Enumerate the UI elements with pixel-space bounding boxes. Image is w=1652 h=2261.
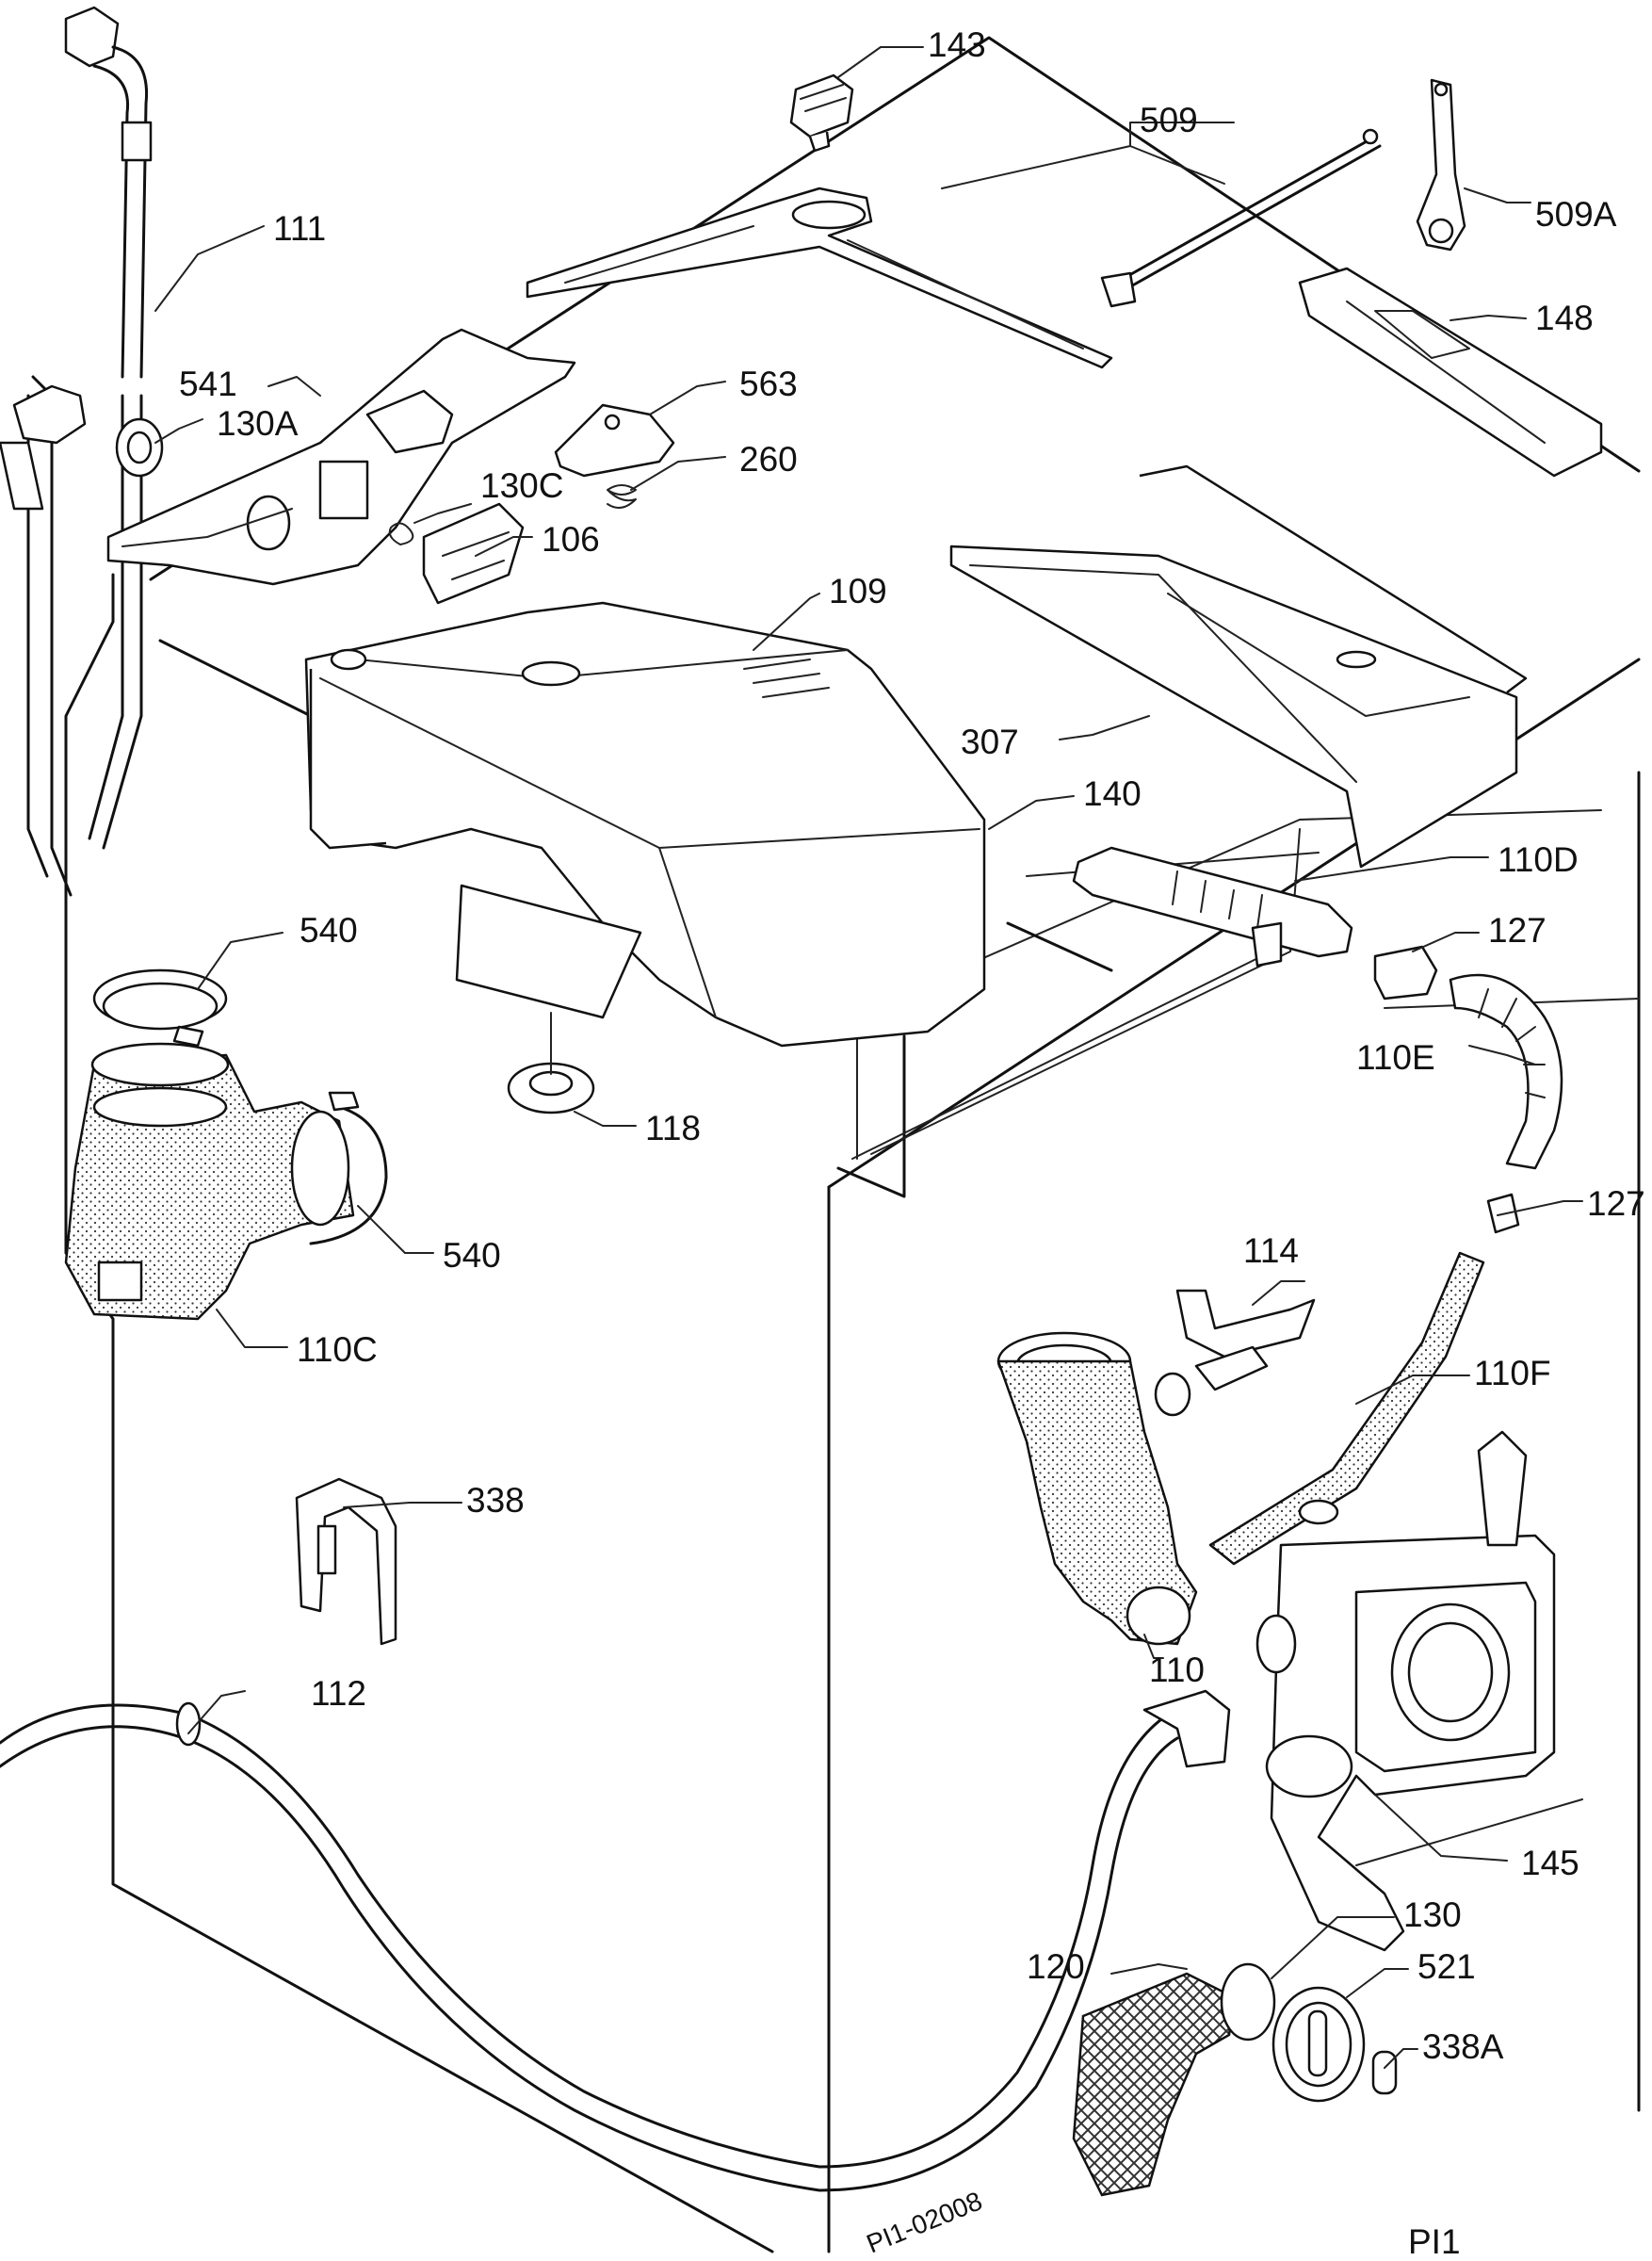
label-540-lower: 540: [443, 1236, 501, 1275]
leader-lines: [154, 46, 1583, 2069]
label-338a: 338A: [1422, 2027, 1504, 2066]
label-111: 111: [273, 209, 326, 248]
label-127-upper: 127: [1488, 911, 1547, 950]
label-521: 521: [1417, 1947, 1476, 1986]
part-145-pump-housing: [1255, 1430, 1556, 1952]
part-110-pump-hose: [996, 1331, 1198, 1646]
label-130a: 130A: [217, 404, 299, 443]
label-148: 148: [1535, 299, 1594, 337]
label-540-upper: 540: [300, 911, 358, 950]
part-563-clip: [554, 403, 675, 478]
part-338a-plug: [1371, 2050, 1398, 2095]
label-260: 260: [739, 440, 798, 479]
label-130: 130: [1403, 1895, 1462, 1934]
label-118: 118: [645, 1109, 701, 1147]
label-110f: 110F: [1474, 1354, 1551, 1392]
part-143-knob: [789, 73, 854, 153]
label-130c: 130C: [480, 466, 563, 505]
part-109-detergent-box: [304, 601, 986, 1048]
label-110c: 110C: [297, 1330, 378, 1369]
part-130a-seal: [115, 417, 164, 478]
part-148-handle: [1298, 267, 1603, 478]
part-521-cap: [1271, 1986, 1366, 2103]
label-509a: 509A: [1535, 195, 1617, 234]
part-540-clamp-upper: [92, 968, 228, 1048]
part-labels: 143 509 509A 111 541 130A 563 260 130C 1…: [179, 25, 1645, 2261]
part-130c-spring: [388, 522, 414, 545]
part-112-drain-hose: [0, 1689, 1231, 2192]
part-110f-hose: [1208, 1251, 1485, 1566]
label-106: 106: [542, 520, 600, 559]
part-114-fitting: [1175, 1289, 1316, 1391]
label-127-lower: 127: [1587, 1184, 1645, 1223]
part-509-rod: [1100, 128, 1382, 308]
part-307-drawer: [949, 464, 1528, 869]
label-145: 145: [1521, 1844, 1579, 1882]
part-509-lever: [526, 187, 1113, 369]
label-143: 143: [928, 25, 986, 64]
part-120-filter: [1072, 1962, 1276, 2197]
label-307: 307: [961, 723, 1019, 761]
diagram-code: PI1: [1408, 2222, 1461, 2261]
label-140: 140: [1083, 774, 1142, 813]
part-110e-hose: [1449, 973, 1563, 1170]
label-109: 109: [829, 572, 887, 610]
part-338-bracket: [295, 1477, 397, 1646]
part-509a-latch: [1416, 78, 1466, 252]
label-563: 563: [739, 365, 798, 403]
label-110e: 110E: [1356, 1038, 1435, 1077]
part-110c-sump: [64, 1042, 355, 1321]
part-111-inlet-hose: [0, 6, 153, 897]
part-106-valve: [422, 502, 525, 605]
label-120: 120: [1027, 1947, 1085, 1986]
part-540-clamp-lower: [309, 1091, 388, 1245]
drawing-stamp: PI1-02008: [863, 2186, 986, 2258]
label-112: 112: [311, 1674, 366, 1713]
label-110d: 110D: [1498, 840, 1579, 879]
part-110d-pipe: [1072, 846, 1353, 968]
label-338: 338: [466, 1481, 525, 1520]
part-127-connector-upper: [1373, 945, 1438, 1000]
label-114: 114: [1243, 1231, 1299, 1270]
label-541: 541: [179, 365, 237, 403]
label-110: 110: [1149, 1651, 1205, 1689]
label-509: 509: [1140, 101, 1198, 139]
part-541-bracket: [106, 328, 576, 586]
part-260-spring: [607, 484, 637, 509]
part-118-wheel: [507, 1012, 595, 1114]
